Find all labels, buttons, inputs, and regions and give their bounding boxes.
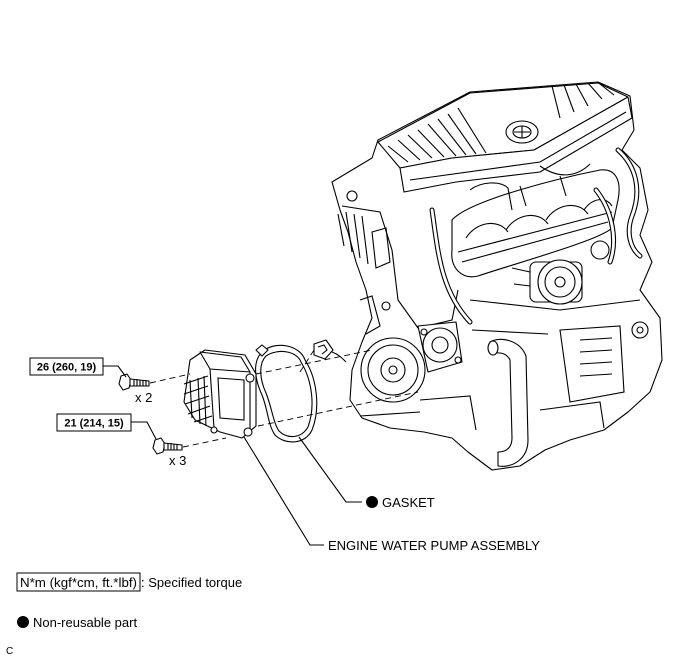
legend-non-reusable-label: Non-reusable part [33, 615, 137, 630]
quantity-upper: x 2 [135, 390, 152, 405]
torque-value-upper: 26 (260, 19) [37, 362, 97, 374]
crankshaft-pulley [360, 337, 426, 403]
cylinder-block [359, 240, 649, 431]
torque-callout-upper: 26 (260, 19) x 2 [29, 357, 152, 405]
legend-torque: N*m (kgf*cm, ft.*lbf) : Specified torque [16, 572, 242, 592]
engine-assembly [331, 81, 663, 471]
torque-callout-lower: 21 (214, 15) x 3 [56, 413, 186, 468]
water-hose [489, 338, 529, 467]
non-reusable-marker-icon [366, 496, 378, 508]
quantity-lower: x 3 [169, 453, 186, 468]
bolt-lower [152, 437, 183, 455]
pump-assembly-callout: ENGINE WATER PUMP ASSEMBLY [243, 436, 540, 553]
legend-non-reusable: Non-reusable part [17, 615, 137, 630]
gasket-label: GASKET [382, 495, 435, 510]
water-pump-seat [417, 321, 463, 373]
torque-value-lower: 21 (214, 15) [64, 418, 124, 430]
sensor-connector [313, 339, 347, 363]
figure-code: C [6, 646, 13, 657]
installation-lines [149, 349, 419, 448]
pump-assembly-label: ENGINE WATER PUMP ASSEMBLY [328, 538, 540, 553]
non-reusable-legend-icon [17, 616, 29, 628]
cylinder-head-cover [377, 82, 633, 193]
timing-chain-cover [337, 190, 459, 335]
water-pump-part [183, 349, 257, 439]
throttle-body [511, 259, 583, 305]
legend-torque-meaning: : Specified torque [141, 575, 242, 590]
legend: N*m (kgf*cm, ft.*lbf) : Specified torque… [16, 572, 242, 630]
gasket-callout: GASKET [298, 436, 435, 510]
legend-torque-unit: N*m (kgf*cm, ft.*lbf) [20, 575, 137, 590]
bolt-upper [118, 373, 150, 391]
